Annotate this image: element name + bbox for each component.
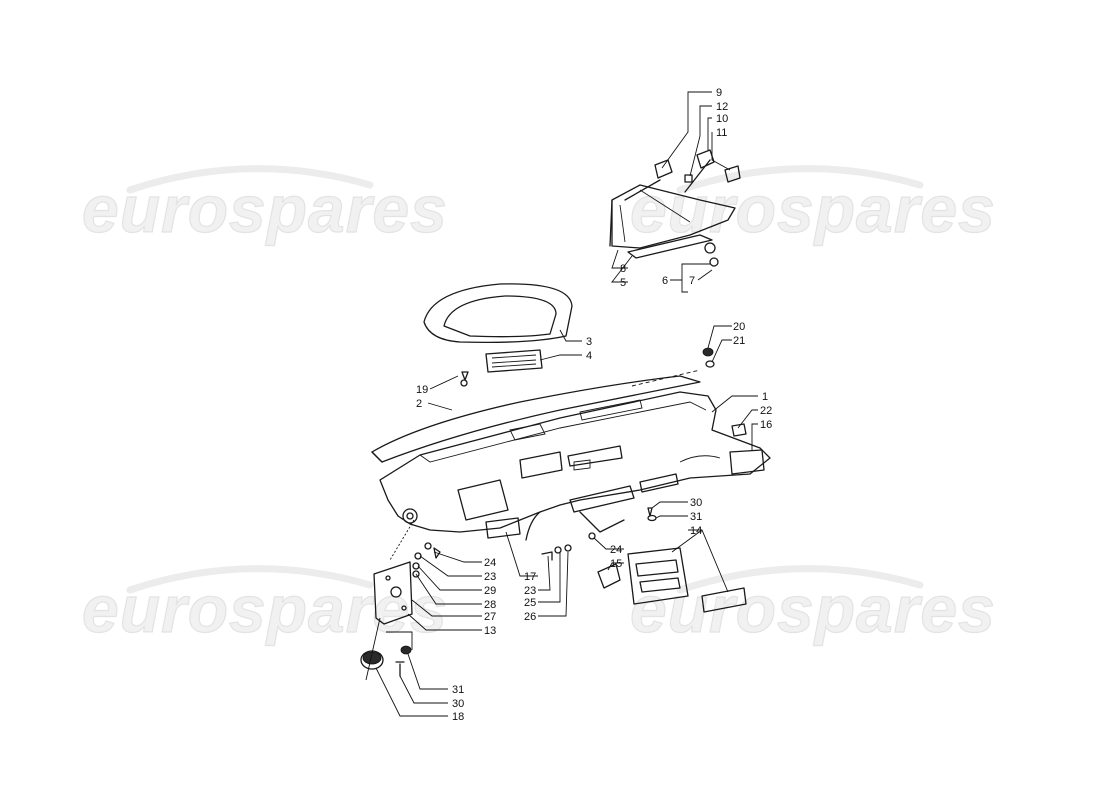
callout-30-right: 30 xyxy=(690,497,702,509)
watermark-group: eurospares eurospares eurospares eurospa… xyxy=(81,165,996,647)
callout-6: 6 xyxy=(662,275,668,287)
callout-14: 14 xyxy=(690,525,702,537)
callout-31-right: 31 xyxy=(690,511,702,523)
callout-29: 29 xyxy=(484,585,496,597)
callout-23-left: 23 xyxy=(484,571,496,583)
callout-9: 9 xyxy=(716,87,722,99)
callout-28: 28 xyxy=(484,599,496,611)
watermark-top-right: eurospares xyxy=(630,172,996,246)
fasteners xyxy=(395,347,715,677)
callout-15: 15 xyxy=(610,558,622,570)
callout-2: 2 xyxy=(416,398,422,410)
callout-7: 7 xyxy=(689,275,695,287)
label-plate xyxy=(485,349,543,373)
callout-21: 21 xyxy=(733,335,745,347)
dashboard-top-pad xyxy=(371,375,701,463)
glovebox-bracket-assembly xyxy=(609,149,741,267)
watermark-bottom-left: eurospares xyxy=(82,572,448,646)
callout-30-bottom: 30 xyxy=(452,698,464,710)
callout-17: 17 xyxy=(524,571,536,583)
callout-1: 1 xyxy=(762,391,768,403)
callout-5: 5 xyxy=(620,277,626,289)
watermark-top-left: eurospares xyxy=(82,172,448,246)
dashboard-main xyxy=(379,391,771,541)
callout-3: 3 xyxy=(586,336,592,348)
callout-12: 12 xyxy=(716,101,728,113)
callout-20: 20 xyxy=(733,321,745,333)
instrument-hood xyxy=(423,283,573,344)
ashtray-assembly xyxy=(597,547,747,613)
callout-16: 16 xyxy=(760,419,772,431)
callout-19: 19 xyxy=(416,384,428,396)
callout-26: 26 xyxy=(524,611,536,623)
callout-11: 11 xyxy=(716,127,727,139)
callout-27: 27 xyxy=(484,611,496,623)
leader-lines xyxy=(365,91,758,717)
callout-labels: 9 12 10 11 8 5 6 7 3 4 20 21 19 2 1 22 1… xyxy=(416,87,772,723)
callout-4: 4 xyxy=(586,350,592,362)
callout-24-left: 24 xyxy=(484,557,496,569)
callout-22: 22 xyxy=(760,405,772,417)
callout-31-bottom: 31 xyxy=(452,684,464,696)
left-side-cover xyxy=(373,561,413,625)
callout-23-mid: 23 xyxy=(524,585,536,597)
callout-10: 10 xyxy=(716,113,728,125)
callout-8: 8 xyxy=(620,263,626,275)
callout-13: 13 xyxy=(484,625,496,637)
watermark-bottom-right: eurospares xyxy=(630,572,996,646)
callout-18: 18 xyxy=(452,711,464,723)
callout-25: 25 xyxy=(524,597,536,609)
callout-24-right: 24 xyxy=(610,544,622,556)
